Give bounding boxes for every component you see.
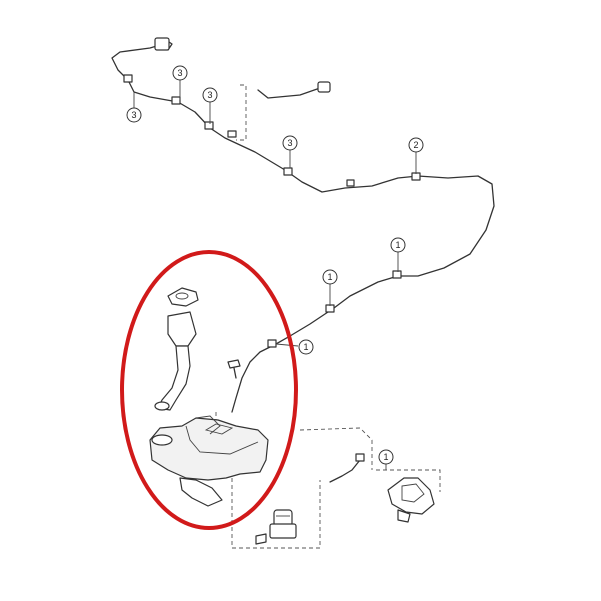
tank-body xyxy=(149,417,269,481)
svg-text:1: 1 xyxy=(395,240,400,250)
pump-nozzle xyxy=(255,533,267,545)
clip-1 xyxy=(392,270,402,279)
connector-mid xyxy=(317,81,331,93)
washer-tank xyxy=(149,415,269,507)
svg-text:3: 3 xyxy=(177,68,182,78)
callout-marker: 3 xyxy=(126,107,142,123)
clip-8 xyxy=(123,74,133,83)
clip-4 xyxy=(411,172,421,181)
filler-seal xyxy=(154,401,170,411)
svg-text:3: 3 xyxy=(287,138,292,148)
washer-pump xyxy=(255,509,297,545)
callout-markers: 3 3 3 3 2 1 1 1 xyxy=(126,65,424,465)
callout-marker: 3 xyxy=(282,135,298,151)
joint-2 xyxy=(346,179,355,187)
callout-marker: 1 xyxy=(322,269,338,285)
callout-marker: 3 xyxy=(172,65,188,81)
highlight-ellipse xyxy=(120,250,298,530)
clip-2 xyxy=(325,304,335,313)
tank-inlet xyxy=(151,434,173,446)
svg-text:2: 2 xyxy=(413,140,418,150)
clip-3 xyxy=(267,339,277,348)
svg-text:1: 1 xyxy=(303,342,308,352)
joint-1 xyxy=(227,130,237,138)
callout-marker: 1 xyxy=(390,237,406,253)
clip-7 xyxy=(283,167,293,176)
upper-hose-assembly xyxy=(111,37,495,413)
svg-text:3: 3 xyxy=(207,90,212,100)
callout-marker: 1 xyxy=(378,449,394,465)
svg-text:1: 1 xyxy=(327,272,332,282)
svg-text:1: 1 xyxy=(383,452,388,462)
svg-text:3: 3 xyxy=(131,110,136,120)
connector-top xyxy=(154,37,170,51)
filler-pipe xyxy=(157,345,191,411)
connector-body xyxy=(387,477,435,515)
small-hose xyxy=(329,453,365,483)
filler-neck-assembly xyxy=(154,287,199,411)
tank-bracket xyxy=(179,477,223,507)
clip-6 xyxy=(204,121,214,130)
filler-inlet xyxy=(167,311,197,347)
hose-connector xyxy=(387,477,435,523)
callout-marker: 3 xyxy=(202,87,218,103)
filler-cap xyxy=(167,287,199,307)
callout-leaders xyxy=(133,80,417,470)
bolt xyxy=(227,359,241,379)
callout-marker: 1 xyxy=(298,339,314,355)
callout-marker: 2 xyxy=(408,137,424,153)
clip-5 xyxy=(171,96,181,105)
